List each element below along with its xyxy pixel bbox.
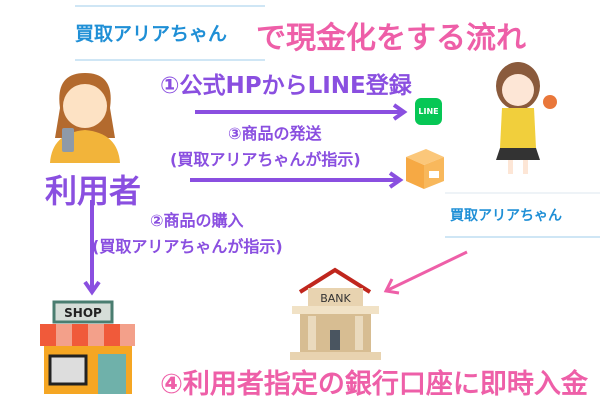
service-label: 買取アリアちゃん <box>450 208 562 224</box>
header-top-divider <box>75 5 265 7</box>
brand-logo-text: 買取アリアちゃん <box>75 23 228 45</box>
page-title: で現金化をする流れ <box>256 21 526 56</box>
line-app-icon: LINE <box>415 98 442 125</box>
user-illustration <box>50 73 120 163</box>
service-bottom-divider <box>445 236 600 238</box>
step4-label: ④利用者指定の銀行口座に即時入金 <box>160 369 588 400</box>
mascot-illustration <box>496 62 557 174</box>
package-icon <box>406 149 444 189</box>
step2-note: (買取アリアちゃんが指示) <box>92 237 283 256</box>
shop-sign: SHOP <box>64 306 102 320</box>
bank-icon: BANK <box>290 267 381 360</box>
bank-sign: BANK <box>320 292 351 305</box>
step3-title: ③商品の発送 <box>228 124 322 143</box>
step2-title: ②商品の購入 <box>150 211 244 230</box>
step3-note: (買取アリアちゃんが指示) <box>170 150 361 169</box>
shop-icon: SHOP <box>40 300 135 394</box>
service-top-divider <box>445 192 600 194</box>
step1-label: ①公式HPからLINE登録 <box>160 73 412 99</box>
header-bottom-divider <box>75 59 265 61</box>
